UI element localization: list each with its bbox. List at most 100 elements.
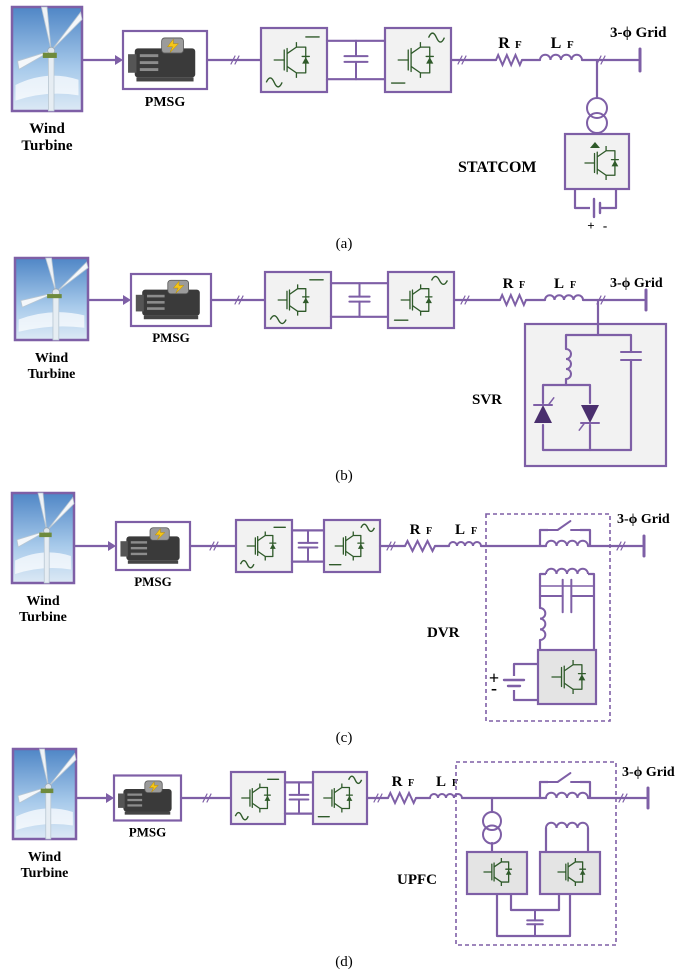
transformer-winding bbox=[586, 97, 608, 119]
converter-icon bbox=[311, 770, 369, 826]
generator-base bbox=[124, 811, 171, 815]
upfc-shunt-converter bbox=[465, 850, 529, 896]
inductor-icon bbox=[539, 53, 583, 61]
inductor-icon bbox=[545, 821, 589, 829]
inductor-icon bbox=[565, 348, 572, 380]
transformer-icon bbox=[482, 811, 502, 845]
inductor-label: L bbox=[551, 35, 562, 52]
converter-frame bbox=[263, 270, 333, 330]
three-phase-mark bbox=[373, 793, 383, 803]
phase-tick bbox=[464, 295, 470, 305]
phase-tick bbox=[618, 793, 624, 803]
cooling-fin bbox=[147, 307, 165, 310]
collector bbox=[257, 531, 266, 542]
three-phase-mark bbox=[616, 541, 626, 551]
resistor-icon bbox=[387, 790, 417, 806]
resistor-label-sub: F bbox=[408, 778, 414, 789]
phase-tick bbox=[622, 793, 628, 803]
emitter bbox=[257, 550, 266, 561]
inductor-icon bbox=[544, 294, 584, 301]
three-phase-mark bbox=[202, 793, 212, 803]
igbt-icon bbox=[241, 783, 271, 813]
generator-icon bbox=[121, 29, 209, 91]
igbt-icon bbox=[277, 284, 310, 316]
phase-tick bbox=[209, 541, 215, 551]
phase-tick bbox=[461, 55, 467, 65]
grid-label: 3-ϕ Grid bbox=[610, 276, 663, 291]
converter-frame bbox=[229, 770, 287, 826]
diode-triangle bbox=[302, 57, 310, 64]
ac-symbol bbox=[265, 77, 283, 88]
thyristor-triangle bbox=[534, 405, 552, 423]
thyristor-gate bbox=[578, 422, 586, 431]
capacitor-icon bbox=[526, 909, 544, 937]
battery-icon bbox=[592, 197, 602, 219]
wind-turbine-image bbox=[10, 491, 76, 585]
resistor-label: R bbox=[410, 522, 421, 538]
ac-symbol bbox=[239, 559, 255, 569]
diode-triangle bbox=[590, 142, 600, 148]
generator-icon bbox=[114, 520, 192, 572]
tower bbox=[43, 530, 50, 584]
wire bbox=[512, 690, 538, 702]
cooling-fin bbox=[147, 301, 165, 304]
panel-caption: (c) bbox=[336, 730, 353, 746]
panel-caption: (b) bbox=[335, 468, 353, 484]
emitter bbox=[567, 876, 577, 886]
inductor-icon bbox=[448, 541, 482, 547]
capacitor-icon bbox=[539, 578, 595, 614]
battery-minus-label: - bbox=[603, 218, 607, 233]
wire bbox=[495, 894, 572, 938]
thyristor-gate bbox=[547, 397, 555, 406]
generator-base bbox=[136, 77, 194, 82]
tower bbox=[52, 292, 60, 341]
arrow-head bbox=[106, 793, 114, 803]
thyristor-icon bbox=[533, 397, 555, 423]
turbine-label: Turbine bbox=[21, 866, 69, 881]
phase-tick bbox=[234, 55, 240, 65]
grid-label: 3-ϕ Grid bbox=[622, 765, 675, 780]
transformer-icon bbox=[586, 97, 608, 134]
thyristor-icon bbox=[578, 405, 600, 431]
device-label: DVR bbox=[427, 625, 460, 641]
cooling-fin bbox=[147, 294, 165, 298]
igbt-icon bbox=[273, 42, 310, 78]
diode-triangle bbox=[426, 57, 434, 64]
phase-tick bbox=[230, 55, 236, 65]
resistor-label: R bbox=[498, 35, 510, 52]
converter-frame bbox=[234, 518, 294, 574]
blade bbox=[46, 496, 75, 532]
emitter bbox=[289, 305, 299, 316]
collector bbox=[289, 284, 299, 295]
converter-icon bbox=[383, 26, 453, 94]
resistor-label: R bbox=[392, 774, 403, 790]
generator-icon bbox=[129, 272, 213, 328]
diode-triangle bbox=[505, 869, 512, 875]
turbine-label: Turbine bbox=[21, 138, 72, 154]
igbt-icon bbox=[397, 42, 434, 78]
transformer-winding bbox=[482, 824, 502, 845]
turbine-label: Turbine bbox=[28, 367, 76, 382]
igbt-icon bbox=[551, 660, 586, 694]
grid-label: 3-ϕ Grid bbox=[617, 512, 670, 527]
igbt-icon bbox=[557, 858, 587, 886]
phase-tick bbox=[202, 793, 208, 803]
ac-symbol bbox=[427, 32, 446, 43]
wire bbox=[580, 780, 592, 798]
converter-icon bbox=[229, 770, 287, 826]
nacelle-band bbox=[39, 532, 52, 538]
wire bbox=[573, 189, 590, 210]
device-label: STATCOM bbox=[458, 159, 537, 176]
blade bbox=[16, 530, 47, 548]
cooling-fin bbox=[127, 793, 143, 796]
inductor-label-sub: F bbox=[570, 280, 576, 291]
three-phase-mark bbox=[460, 295, 470, 305]
blade bbox=[55, 261, 89, 293]
generator-label: PMSG bbox=[145, 95, 186, 110]
capacitor-icon bbox=[297, 529, 319, 563]
diode-triangle bbox=[269, 543, 276, 549]
collector bbox=[345, 531, 354, 542]
